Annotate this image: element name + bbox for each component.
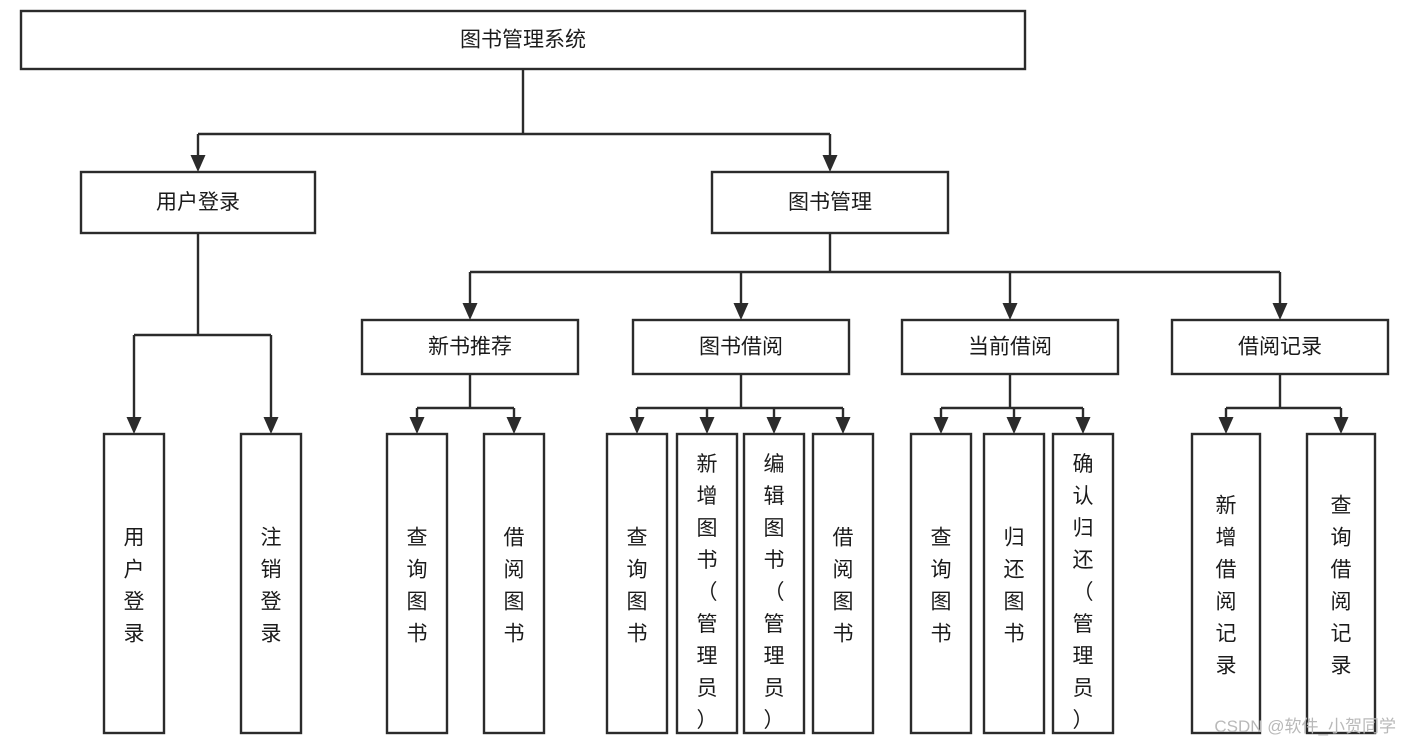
node-label-book-management: 图书管理	[788, 191, 872, 214]
node-new-book-recommend[interactable]: 新书推荐	[360, 318, 580, 376]
node-current-query-book[interactable]: 查询图书	[909, 432, 973, 735]
node-box-borrow-records[interactable]	[1170, 318, 1390, 376]
arrow-head-book-management-borrow-records	[1272, 303, 1288, 320]
arrow-head-user-login-user-login-logout	[263, 417, 279, 434]
arrow-head-book-management-current-borrow	[1002, 303, 1018, 320]
node-current-borrow[interactable]: 当前借阅	[900, 318, 1120, 376]
node-records-add[interactable]: 新增借阅记录	[1190, 432, 1262, 735]
node-box-borrow-edit-book[interactable]	[742, 432, 806, 735]
arrow-head-borrow-records-records-query	[1333, 417, 1349, 434]
node-current-confirm-return[interactable]: 确认归还（管理员）	[1051, 432, 1115, 735]
arrow-head-current-borrow-current-return-book	[1006, 417, 1022, 434]
node-box-borrow-query-book[interactable]	[605, 432, 669, 735]
node-box-user-login-logout[interactable]	[239, 432, 303, 735]
node-label-borrow-query-book: 查询图书	[627, 526, 648, 645]
node-box-borrow-borrow-book[interactable]	[811, 432, 875, 735]
node-box-current-query-book[interactable]	[909, 432, 973, 735]
arrow-head-current-borrow-current-query-book	[933, 417, 949, 434]
node-recommend-borrow-book[interactable]: 借阅图书	[482, 432, 546, 735]
node-recommend-query-book[interactable]: 查询图书	[385, 432, 449, 735]
node-box-root[interactable]	[19, 9, 1027, 71]
node-label-current-return-book: 归还图书	[1004, 526, 1025, 645]
node-borrow-edit-book[interactable]: 编辑图书（管理员）	[742, 432, 806, 735]
node-label-recommend-query-book: 查询图书	[407, 526, 428, 645]
node-label-records-add: 新增借阅记录	[1216, 494, 1237, 677]
node-box-new-book-recommend[interactable]	[360, 318, 580, 376]
arrow-head-new-book-recommend-recommend-query-book	[409, 417, 425, 434]
node-user-login-login[interactable]: 用户登录	[102, 432, 166, 735]
csdn-watermark: CSDN @软件_小贺同学	[1214, 717, 1396, 736]
arrow-head-current-borrow-current-confirm-return	[1075, 417, 1091, 434]
arrow-head-root-user-login	[190, 155, 206, 172]
node-label-borrow-records: 借阅记录	[1238, 336, 1322, 359]
node-root[interactable]: 图书管理系统	[19, 9, 1027, 71]
node-user-login-logout[interactable]: 注销登录	[239, 432, 303, 735]
node-box-book-management[interactable]	[710, 170, 950, 235]
node-book-management[interactable]: 图书管理	[710, 170, 950, 235]
node-box-current-borrow[interactable]	[900, 318, 1120, 376]
node-user-login[interactable]: 用户登录	[79, 170, 317, 235]
node-label-borrow-borrow-book: 借阅图书	[833, 526, 854, 645]
node-label-root: 图书管理系统	[460, 29, 586, 52]
node-borrow-query-book[interactable]: 查询图书	[605, 432, 669, 735]
node-label-current-confirm-return: 确认归还（管理员）	[1073, 453, 1094, 732]
node-label-borrow-edit-book: 编辑图书（管理员）	[764, 453, 785, 732]
node-box-user-login[interactable]	[79, 170, 317, 235]
node-current-return-book[interactable]: 归还图书	[982, 432, 1046, 735]
arrow-head-new-book-recommend-recommend-borrow-book	[506, 417, 522, 434]
connector-layer	[126, 69, 1349, 434]
node-box-records-add[interactable]	[1190, 432, 1262, 735]
arrow-head-book-borrow-borrow-query-book	[629, 417, 645, 434]
node-box-recommend-borrow-book[interactable]	[482, 432, 546, 735]
node-label-user-login-logout: 注销登录	[261, 526, 282, 645]
arrow-head-book-borrow-borrow-edit-book	[766, 417, 782, 434]
node-label-recommend-borrow-book: 借阅图书	[504, 526, 525, 645]
node-borrow-borrow-book[interactable]: 借阅图书	[811, 432, 875, 735]
node-box-current-return-book[interactable]	[982, 432, 1046, 735]
arrow-head-book-borrow-borrow-borrow-book	[835, 417, 851, 434]
node-layer: 图书管理系统用户登录图书管理用户登录注销登录新书推荐图书借阅当前借阅借阅记录查询…	[19, 9, 1390, 735]
node-box-book-borrow[interactable]	[631, 318, 851, 376]
arrow-head-book-management-new-book-recommend	[462, 303, 478, 320]
arrow-head-book-management-book-borrow	[733, 303, 749, 320]
node-label-user-login: 用户登录	[156, 191, 240, 214]
node-label-records-query: 查询借阅记录	[1331, 494, 1352, 677]
node-label-book-borrow: 图书借阅	[699, 336, 783, 359]
node-box-records-query[interactable]	[1305, 432, 1377, 735]
node-book-borrow[interactable]: 图书借阅	[631, 318, 851, 376]
node-label-new-book-recommend: 新书推荐	[428, 336, 512, 359]
node-label-current-query-book: 查询图书	[931, 526, 952, 645]
node-box-user-login-login[interactable]	[102, 432, 166, 735]
node-borrow-records[interactable]: 借阅记录	[1170, 318, 1390, 376]
node-box-recommend-query-book[interactable]	[385, 432, 449, 735]
node-label-current-borrow: 当前借阅	[968, 336, 1052, 359]
arrow-head-root-book-management	[822, 155, 838, 172]
arrow-head-user-login-user-login-login	[126, 417, 142, 434]
node-records-query[interactable]: 查询借阅记录	[1305, 432, 1377, 735]
node-borrow-add-book[interactable]: 新增图书（管理员）	[675, 432, 739, 735]
arrow-head-borrow-records-records-add	[1218, 417, 1234, 434]
node-label-borrow-add-book: 新增图书（管理员）	[697, 453, 718, 732]
arrow-head-book-borrow-borrow-add-book	[699, 417, 715, 434]
node-box-current-confirm-return[interactable]	[1051, 432, 1115, 735]
node-box-borrow-add-book[interactable]	[675, 432, 739, 735]
node-label-user-login-login: 用户登录	[124, 526, 145, 645]
